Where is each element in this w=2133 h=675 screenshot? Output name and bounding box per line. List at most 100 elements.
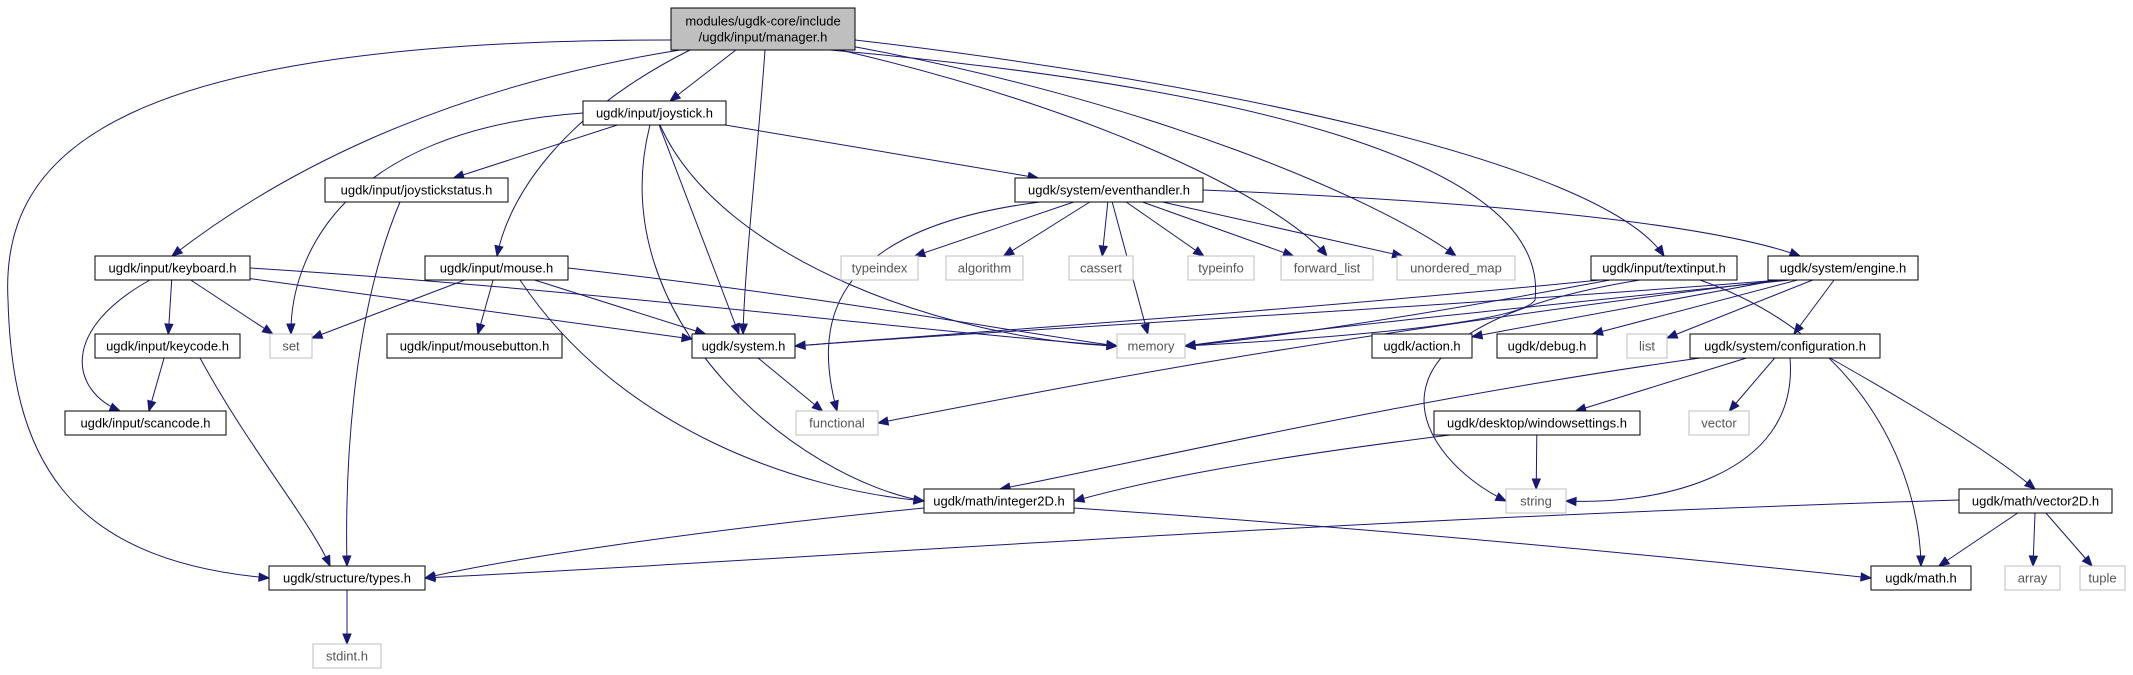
edge-configuration-to-vector <box>1728 357 1776 413</box>
node-functional: functional <box>795 410 879 436</box>
edge-line <box>311 279 466 339</box>
node-debug[interactable]: ugdk/debug.h <box>1496 333 1598 359</box>
edge-manager-to-joystick <box>668 49 737 102</box>
edge-line <box>757 357 823 412</box>
node-label: ugdk/input/textinput.h <box>1602 261 1726 276</box>
node-mouse[interactable]: ugdk/input/mouse.h <box>424 255 569 281</box>
node-box <box>1767 255 1919 281</box>
edge-configuration-to-string <box>1564 357 1791 507</box>
edge-engine-to-configuration <box>1793 279 1835 336</box>
edge-line <box>346 201 401 567</box>
edge-arrowhead <box>1916 555 1926 568</box>
node-box <box>691 333 796 359</box>
edge-vector2D-to-mathh <box>1937 512 2018 567</box>
edge-arrowhead <box>1470 330 1484 340</box>
edge-arrowhead <box>668 90 682 102</box>
edge-vector2D-to-tuple <box>2045 512 2093 568</box>
edge-arrowhead <box>1591 326 1604 336</box>
node-integer2D[interactable]: ugdk/math/integer2D.h <box>923 488 1075 514</box>
edge-engine-to-system <box>793 279 1781 350</box>
node-scancode[interactable]: ugdk/input/scancode.h <box>64 410 227 436</box>
edge-vector2D-to-types <box>423 499 1960 583</box>
edge-arrowhead <box>2081 554 2093 568</box>
edge-keyboard-to-set <box>190 279 274 335</box>
node-cassert: cassert <box>1068 255 1134 281</box>
node-configuration[interactable]: ugdk/system/configuration.h <box>1689 333 1881 359</box>
edge-line <box>453 124 618 179</box>
edge-integer2D-to-mathh <box>1073 507 1873 582</box>
node-label: forward_list <box>1294 261 1361 276</box>
edge-line <box>1003 201 1091 257</box>
edge-engine-to-debug <box>1591 279 1798 336</box>
edge-line <box>7 39 672 579</box>
edge-line <box>844 44 1457 257</box>
node-manager[interactable]: modules/ugdk-core/include/ugdk/input/man… <box>670 7 856 51</box>
edge-arrowhead <box>1728 399 1740 413</box>
edge-manager-to-mouse <box>494 49 691 258</box>
edge-mouse-to-memory <box>567 267 1119 350</box>
node-windowsettings[interactable]: ugdk/desktop/windowsettings.h <box>1433 410 1641 436</box>
node-system[interactable]: ugdk/system.h <box>691 333 796 359</box>
edge-arrowhead <box>680 332 694 343</box>
edge-arrowhead <box>1105 339 1119 350</box>
node-action[interactable]: ugdk/action.h <box>1371 333 1473 359</box>
edge-arrowhead <box>1183 339 1197 350</box>
edge-arrowhead <box>1860 572 1873 582</box>
edge-line <box>658 124 740 335</box>
edge-arrowhead <box>1531 478 1542 491</box>
node-label: tuple <box>2088 571 2116 586</box>
node-label: ugdk/input/joystick.h <box>596 106 713 121</box>
edge-arrowhead <box>1937 556 1951 567</box>
edge-arrowhead <box>1316 244 1328 258</box>
edge-configuration-to-vector2D <box>1829 357 2037 490</box>
node-box <box>2079 565 2126 591</box>
node-keyboard[interactable]: ugdk/input/keyboard.h <box>94 255 251 281</box>
node-label: ugdk/desktop/windowsettings.h <box>1447 416 1627 431</box>
edge-arrowhead <box>1793 322 1804 336</box>
edge-arrowhead <box>258 572 271 582</box>
edge-manager-to-system <box>738 49 766 336</box>
node-box <box>1433 410 1641 436</box>
edge-line <box>725 124 1039 179</box>
node-keycode[interactable]: ugdk/input/keycode.h <box>94 333 241 359</box>
node-joystick[interactable]: ugdk/input/joystick.h <box>582 100 727 126</box>
node-typeinfo: typeinfo <box>1187 255 1255 281</box>
edge-mouse-to-set <box>310 279 466 339</box>
edge-arrowhead <box>342 555 352 568</box>
node-label: ugdk/system/eventhandler.h <box>1028 183 1190 198</box>
edge-line <box>496 49 691 257</box>
edge-eventhandler-to-algorithm <box>1002 201 1091 257</box>
edge-line <box>534 279 706 335</box>
edge-arrowhead <box>494 244 504 258</box>
node-algorithm: algorithm <box>945 255 1024 281</box>
node-eventhandler[interactable]: ugdk/system/eventhandler.h <box>1014 177 1204 203</box>
node-joystickstatus[interactable]: ugdk/input/joystickstatus.h <box>324 177 509 203</box>
edge-configuration-to-windowsettings <box>1574 357 1747 413</box>
node-box <box>64 410 227 436</box>
edge-line <box>1666 279 1813 339</box>
node-tuple: tuple <box>2079 565 2126 591</box>
edge-arrowhead <box>1654 244 1665 258</box>
node-box <box>1688 410 1750 436</box>
node-vector2D[interactable]: ugdk/math/vector2D.h <box>1958 488 2113 514</box>
node-textinput[interactable]: ugdk/input/textinput.h <box>1590 255 1738 281</box>
node-label: ugdk/input/scancode.h <box>80 416 210 431</box>
node-types[interactable]: ugdk/structure/types.h <box>268 565 426 591</box>
edge-joystick-to-eventhandler <box>725 124 1040 181</box>
edge-line <box>1423 279 1641 502</box>
node-engine[interactable]: ugdk/system/engine.h <box>1767 255 1919 281</box>
edge-keyboard-to-scancode <box>81 279 151 412</box>
node-label: ugdk/input/joystickstatus.h <box>341 183 493 198</box>
node-mousebutton[interactable]: ugdk/input/mousebutton.h <box>386 333 563 359</box>
edge-line <box>190 279 274 335</box>
edge-arrowhead <box>164 323 174 336</box>
node-mathh[interactable]: ugdk/math.h <box>1870 565 1972 591</box>
edge-manager-to-textinput <box>854 39 1665 258</box>
edge-arrowhead <box>1002 246 1016 257</box>
edge-eventhandler-to-engine <box>1202 189 1802 257</box>
edge-line <box>1575 357 1747 412</box>
node-label: functional <box>809 416 865 431</box>
edge-arrowhead <box>876 416 890 426</box>
edge-vector2D-to-array <box>2028 512 2039 568</box>
